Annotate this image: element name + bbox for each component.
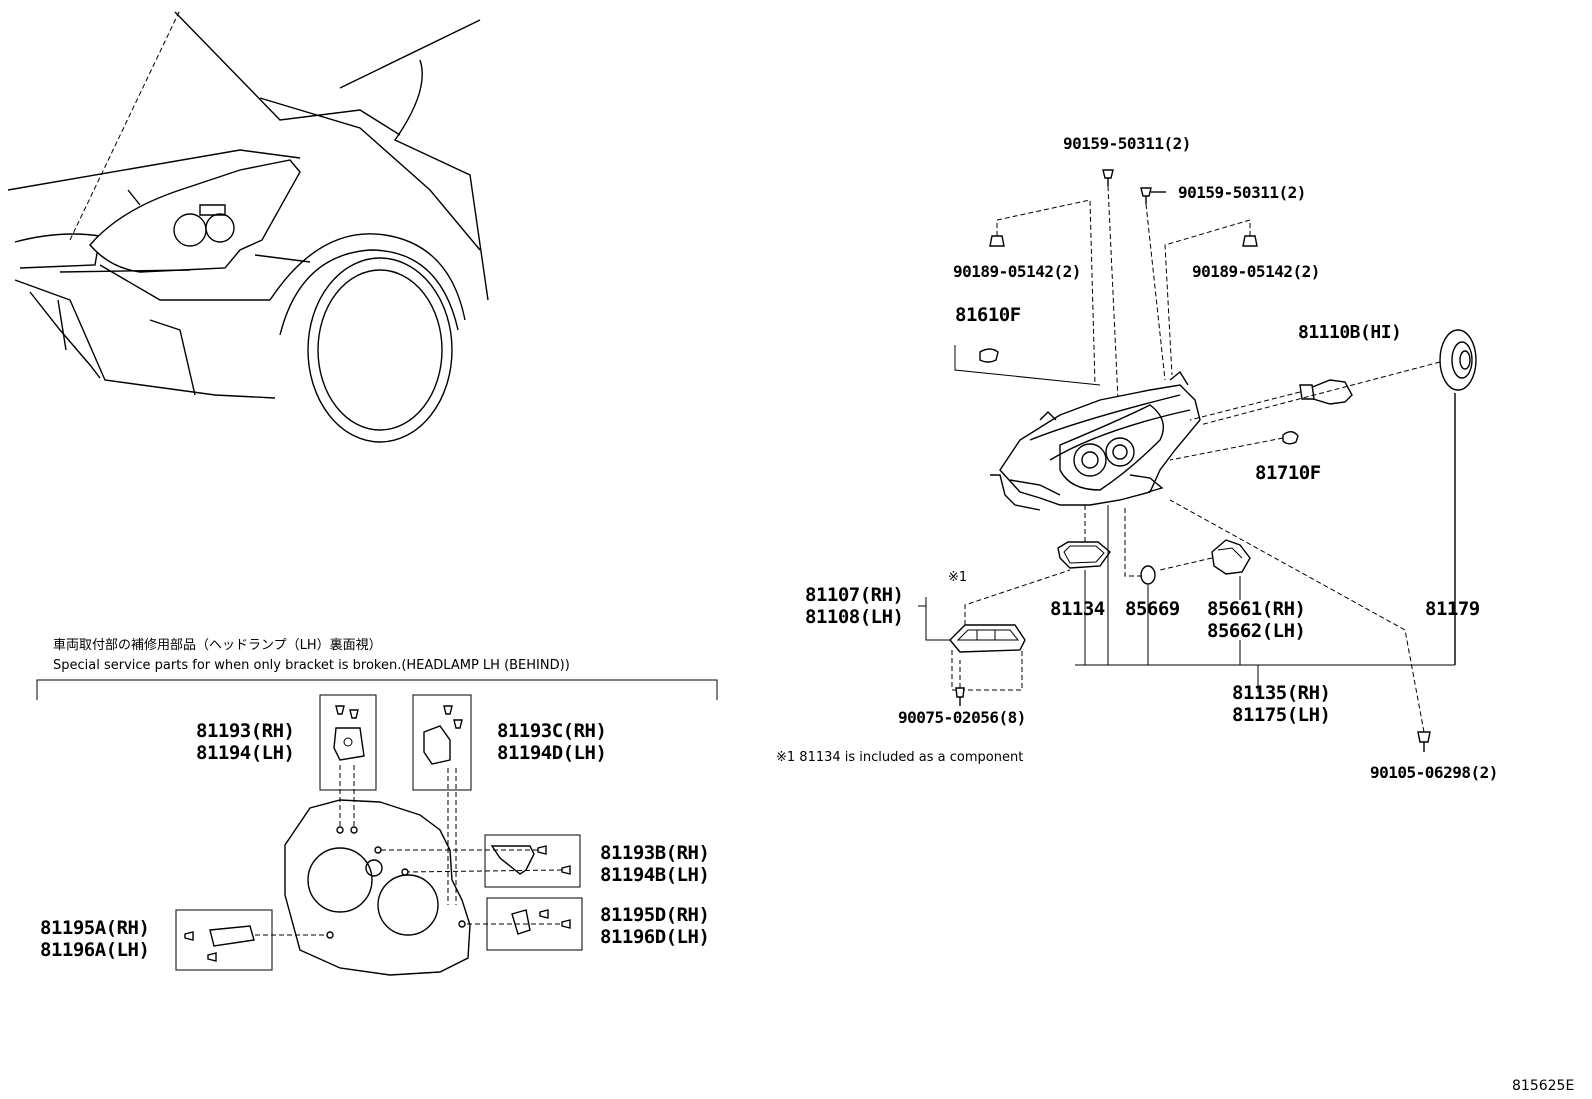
label-bracket-c-lh: 81194D(LH) — [497, 742, 607, 764]
component-note: ※1 81134 is included as a component — [776, 750, 1024, 765]
label-reflector-front: 81710F — [1255, 462, 1321, 484]
label-ecu-rh: 81107(RH) — [805, 584, 904, 606]
vehicle-front-illustration — [7, 9, 489, 443]
label-bulb-hi: 81110B(HI) — [1298, 322, 1402, 343]
label-clip-left: 90189-05142(2) — [953, 262, 1081, 281]
label-gasket: 81134 — [1050, 598, 1105, 620]
label-ecu-lh: 81108(LH) — [805, 606, 904, 628]
label-bracket-b-rh: 81193B(RH) — [600, 842, 710, 864]
label-screw-top-right: 90159-50311(2) — [1178, 183, 1306, 202]
label-reflector-side: 81610F — [955, 304, 1021, 326]
label-actuator-lh: 85662(LH) — [1207, 620, 1306, 642]
label-bracket-e: 81195A(RH) 81196A(LH) — [40, 917, 150, 961]
diagram-id: 815625E — [1512, 1078, 1575, 1094]
label-assy-rh: 81135(RH) — [1232, 682, 1331, 704]
label-bracket-d-lh: 81196D(LH) — [600, 926, 710, 948]
label-bracket-a: 81193(RH) 81194(LH) — [196, 720, 295, 764]
label-cover: 81179 — [1425, 598, 1480, 620]
label-ecu-screw: 90075-02056(8) — [898, 708, 1026, 727]
label-screw-top-left: 90159-50311(2) — [1063, 134, 1191, 153]
bracket-section-title-jp: 車両取付部の補修用部品（ヘッドランプ（LH）裏面視） — [53, 638, 382, 653]
headlamp-exploded-view — [918, 169, 1477, 752]
label-bracket-e-rh: 81195A(RH) — [40, 917, 150, 939]
label-bracket-d: 81195D(RH) 81196D(LH) — [600, 904, 710, 948]
callout-mark: ※1 — [948, 570, 968, 585]
label-bracket-e-lh: 81196A(LH) — [40, 939, 150, 961]
label-assy-lh: 81175(LH) — [1232, 704, 1331, 726]
bracket-section-illustration — [36, 679, 718, 976]
label-lower-screw: 90105-06298(2) — [1370, 763, 1498, 782]
label-bracket-c: 81193C(RH) 81194D(LH) — [497, 720, 607, 764]
label-bracket-b-lh: 81194B(LH) — [600, 864, 710, 886]
label-bracket-a-lh: 81194(LH) — [196, 742, 295, 764]
label-assy: 81135(RH) 81175(LH) — [1232, 682, 1331, 726]
label-bracket-c-rh: 81193C(RH) — [497, 720, 607, 742]
label-actuator-rh: 85661(RH) — [1207, 598, 1306, 620]
bracket-section-title-en: Special service parts for when only brac… — [53, 658, 570, 673]
label-clip-right: 90189-05142(2) — [1192, 262, 1320, 281]
label-bracket-b: 81193B(RH) 81194B(LH) — [600, 842, 710, 886]
label-ecu: 81107(RH) 81108(LH) — [805, 584, 904, 628]
label-bracket-a-rh: 81193(RH) — [196, 720, 295, 742]
label-actuator: 85661(RH) 85662(LH) — [1207, 598, 1306, 642]
label-bracket-d-rh: 81195D(RH) — [600, 904, 710, 926]
label-ring: 85669 — [1125, 598, 1180, 620]
